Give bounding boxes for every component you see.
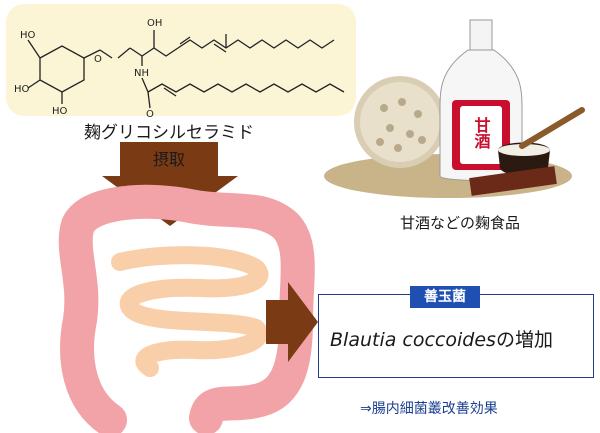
bottle-label: 甘酒 <box>472 117 491 150</box>
carbonyl-o-label: O <box>146 109 154 120</box>
intake-arrow <box>102 142 238 226</box>
ho-label-2: HO <box>14 84 30 95</box>
intake-label: 摂取 <box>152 150 185 169</box>
koji-food-illustration <box>324 19 585 198</box>
ceramide-chains <box>129 30 345 109</box>
result-text: Blautia coccoidesの増加 <box>330 325 592 352</box>
glucose-ring <box>27 39 131 104</box>
ring-o-label: O <box>94 54 102 65</box>
intestine-illustration <box>58 184 315 433</box>
compound-name: 麹グリコシルセラミド <box>84 123 254 143</box>
result-box <box>318 294 594 378</box>
chemical-structure-panel <box>6 4 356 116</box>
food-label: 甘酒などの麹食品 <box>399 214 520 232</box>
oh-label: OH <box>147 18 162 29</box>
nh-label: NH <box>134 68 149 79</box>
ho-label-1: HO <box>20 30 36 41</box>
good-bacteria-tag: 善玉菌 <box>410 286 480 308</box>
effect-arrow <box>266 282 318 362</box>
result-suffix: の増加 <box>495 329 553 351</box>
effect-text: ⇒腸内細菌叢改善効果 <box>360 401 498 417</box>
bacteria-name: Blautia coccoides <box>330 329 496 351</box>
ho-label-3: HO <box>52 106 68 117</box>
